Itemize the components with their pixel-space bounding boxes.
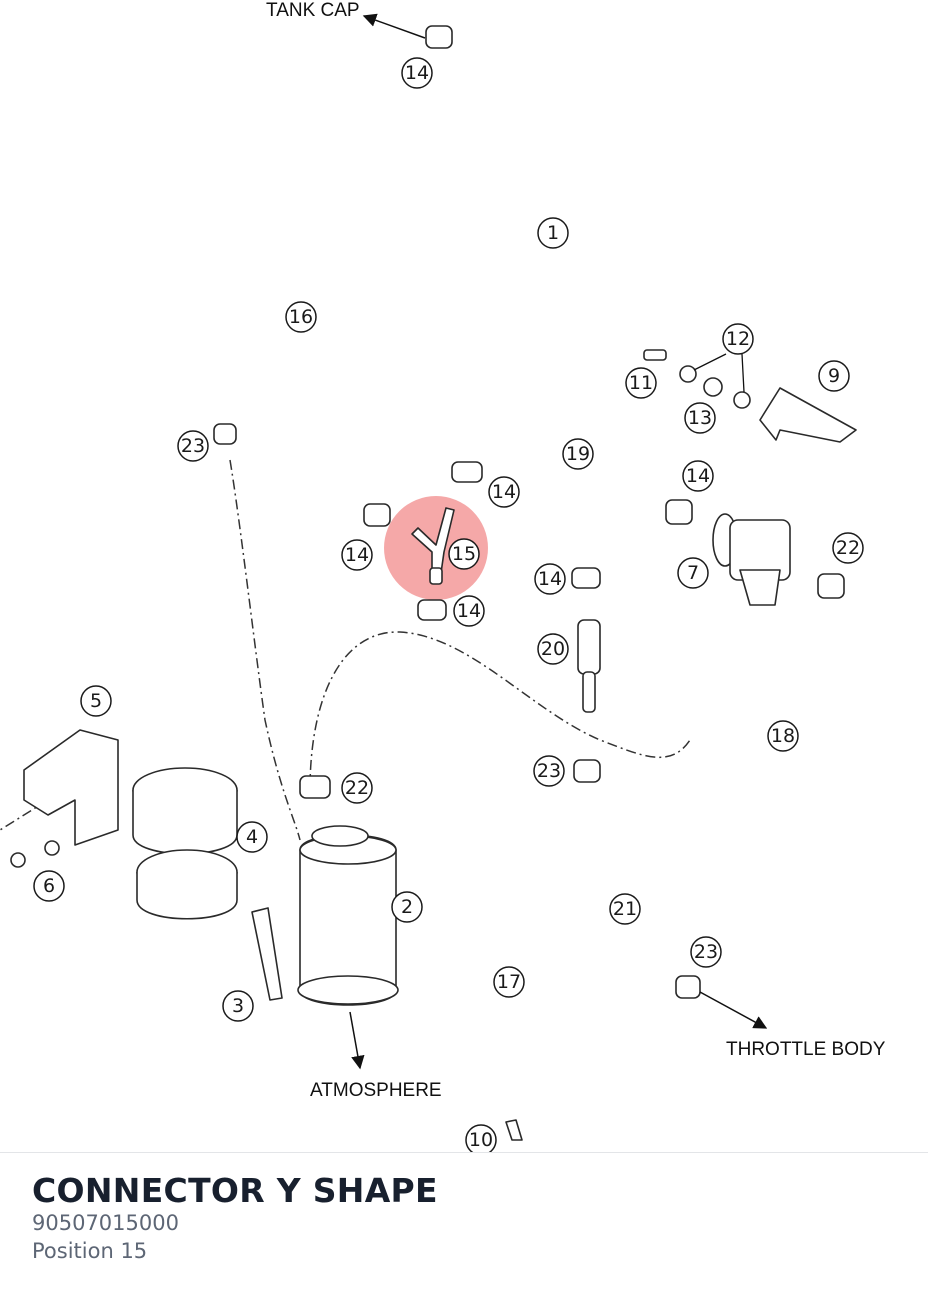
svg-text:16: 16 — [289, 306, 313, 328]
part-title: CONNECTOR Y SHAPE — [32, 1171, 438, 1210]
svg-text:10: 10 — [469, 1129, 493, 1151]
vent-line-middle — [309, 631, 691, 791]
callout-16[interactable]: 16 — [285, 301, 317, 333]
hose-19[interactable] — [582, 481, 655, 550]
svg-text:4: 4 — [246, 826, 258, 848]
callout-23-right[interactable]: 23 — [690, 936, 722, 968]
callout-11[interactable]: 11 — [625, 367, 657, 399]
callout-14-top[interactable]: 14 — [401, 57, 433, 89]
callout-2[interactable]: 2 — [391, 891, 423, 923]
part-number: 90507015000 — [32, 1211, 179, 1235]
svg-text:23: 23 — [694, 941, 718, 963]
label-atmosphere: ATMOSPHERE — [310, 1080, 442, 1101]
svg-text:2: 2 — [401, 896, 413, 918]
callout-19[interactable]: 19 — [562, 438, 594, 470]
svg-text:3: 3 — [232, 995, 244, 1017]
callout-23-left[interactable]: 23 — [177, 430, 209, 462]
hose-clamps[interactable] — [213, 25, 845, 999]
part-position: Position 15 — [32, 1239, 148, 1263]
svg-text:6: 6 — [43, 875, 55, 897]
callout-12[interactable]: 12 — [722, 323, 754, 355]
callout-1[interactable]: 1 — [537, 217, 569, 249]
bracket-5[interactable] — [23, 729, 119, 846]
callout-22-right[interactable]: 22 — [832, 532, 864, 564]
hose-17[interactable] — [428, 680, 505, 1088]
callout-4[interactable]: 4 — [236, 821, 268, 853]
svg-text:22: 22 — [345, 777, 369, 799]
connector-y-15[interactable] — [411, 507, 455, 585]
svg-text:21: 21 — [613, 898, 637, 920]
svg-text:23: 23 — [181, 435, 205, 457]
clamp-4[interactable] — [132, 767, 238, 920]
tank-cap-arrow — [362, 13, 426, 39]
label-tank-cap: TANK CAP — [266, 0, 360, 21]
svg-text:22: 22 — [836, 537, 860, 559]
callout-9[interactable]: 9 — [818, 360, 850, 392]
callout-17[interactable]: 17 — [493, 966, 525, 998]
label-throttle-body: THROTTLE BODY — [726, 1039, 886, 1060]
hose-16[interactable] — [205, 333, 376, 497]
callout-13[interactable]: 13 — [684, 402, 716, 434]
svg-text:19: 19 — [566, 443, 590, 465]
callout-20[interactable]: 20 — [537, 633, 569, 665]
svg-text:13: 13 — [688, 407, 712, 429]
hose-21[interactable] — [579, 799, 661, 975]
svg-text:14: 14 — [492, 481, 516, 503]
bracket-9[interactable] — [759, 387, 857, 443]
hose-18[interactable] — [660, 602, 904, 727]
svg-text:5: 5 — [90, 690, 102, 712]
svg-text:11: 11 — [629, 372, 653, 394]
hose-1[interactable] — [461, 53, 597, 461]
callout-3[interactable]: 3 — [222, 990, 254, 1022]
part-info-panel: CONNECTOR Y SHAPE 90507015000 Position 1… — [0, 1152, 928, 1290]
callout-22-left[interactable]: 22 — [341, 772, 373, 804]
svg-text:9: 9 — [828, 365, 840, 387]
callout-14-center[interactable]: 14 — [534, 563, 566, 595]
hardware-11-12-13[interactable] — [643, 349, 751, 409]
svg-text:14: 14 — [345, 544, 369, 566]
callout-7[interactable]: 7 — [677, 557, 709, 589]
leader-12 — [693, 353, 745, 393]
svg-text:20: 20 — [541, 638, 565, 660]
canister-2[interactable] — [297, 825, 399, 1006]
callout-10[interactable]: 10 — [465, 1124, 497, 1152]
svg-text:18: 18 — [771, 725, 795, 747]
svg-text:1: 1 — [547, 222, 559, 244]
strap-3[interactable] — [251, 907, 283, 1001]
throttle-body-arrow — [699, 991, 768, 1029]
valve-7[interactable] — [712, 513, 791, 606]
atmosphere-arrow — [349, 1011, 365, 1070]
svg-text:14: 14 — [457, 600, 481, 622]
callout-15[interactable]: 15 — [448, 538, 480, 570]
callout-14-low[interactable]: 14 — [453, 595, 485, 627]
callout-14-mid[interactable]: 14 — [488, 476, 520, 508]
callout-5[interactable]: 5 — [80, 685, 112, 717]
svg-text:15: 15 — [452, 543, 476, 565]
vent-line-left — [229, 459, 301, 841]
callout-21[interactable]: 21 — [609, 893, 641, 925]
exploded-parts-diagram: TANK CAP ATMOSPHERE THROTTLE BODY 14 1 1… — [0, 0, 904, 1152]
svg-text:14: 14 — [686, 465, 710, 487]
fitting-10[interactable] — [505, 1119, 523, 1141]
bolts-6[interactable] — [10, 840, 60, 868]
callout-23-mid[interactable]: 23 — [533, 755, 565, 787]
svg-text:12: 12 — [726, 328, 750, 350]
reducer-20[interactable] — [577, 619, 601, 713]
callout-14-left[interactable]: 14 — [341, 539, 373, 571]
svg-text:23: 23 — [537, 760, 561, 782]
callout-14-right[interactable]: 14 — [682, 460, 714, 492]
callout-6[interactable]: 6 — [33, 870, 65, 902]
svg-text:7: 7 — [687, 562, 699, 584]
svg-text:14: 14 — [538, 568, 562, 590]
svg-text:14: 14 — [405, 62, 429, 84]
svg-text:17: 17 — [497, 971, 521, 993]
callout-18[interactable]: 18 — [767, 720, 799, 752]
